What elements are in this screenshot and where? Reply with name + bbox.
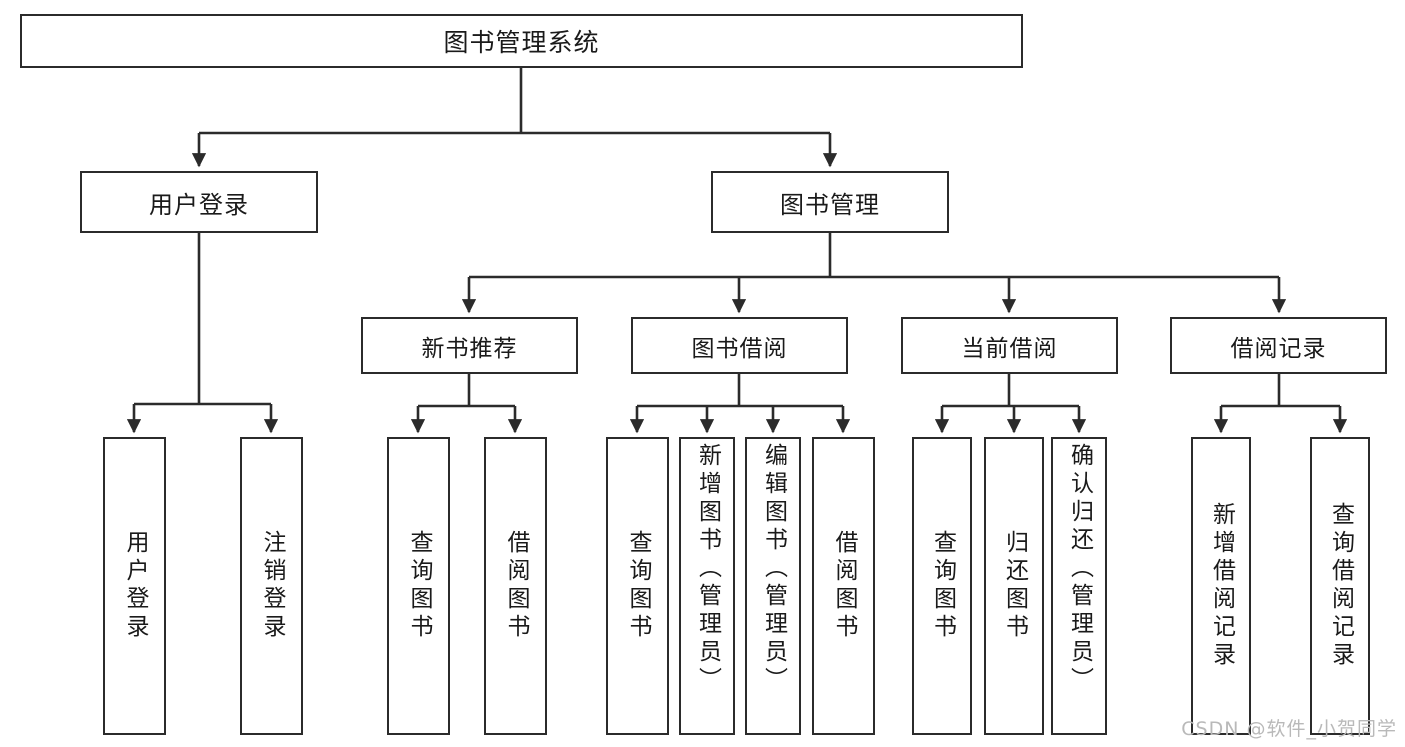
node-leaf-user-logout-label: 注销登录	[259, 530, 285, 642]
node-leaf-query-book-2[interactable]: 查询图书	[606, 437, 669, 735]
node-leaf-add-record[interactable]: 新增借阅记录	[1191, 437, 1251, 735]
node-leaf-query-record[interactable]: 查询借阅记录	[1310, 437, 1370, 735]
node-leaf-edit-book-label: 编辑图书（管理员）	[760, 443, 787, 695]
node-user-login-label: 用户登录	[149, 190, 249, 219]
node-book-borrow-label: 图书借阅	[691, 335, 788, 362]
node-leaf-borrow-book-1-label: 借阅图书	[503, 530, 529, 642]
node-leaf-edit-book[interactable]: 编辑图书（管理员）	[745, 437, 801, 735]
node-current-borrow-label: 当前借阅	[961, 335, 1058, 362]
node-leaf-return-book[interactable]: 归还图书	[984, 437, 1044, 735]
node-root[interactable]: 图书管理系统	[20, 14, 1023, 68]
node-borrow-record[interactable]: 借阅记录	[1170, 317, 1387, 374]
node-leaf-query-book-1-label: 查询图书	[406, 530, 432, 642]
node-leaf-query-book-3-label: 查询图书	[929, 530, 956, 642]
node-leaf-add-book[interactable]: 新增图书（管理员）	[679, 437, 735, 735]
node-book-borrow[interactable]: 图书借阅	[631, 317, 848, 374]
node-leaf-add-record-label: 新增借阅记录	[1208, 502, 1235, 670]
node-leaf-confirm-return-label: 确认归还（管理员）	[1066, 443, 1093, 695]
node-leaf-borrow-book-2[interactable]: 借阅图书	[812, 437, 875, 735]
node-new-book-rec-label: 新书推荐	[421, 335, 518, 362]
node-leaf-user-login[interactable]: 用户登录	[103, 437, 166, 735]
node-leaf-query-book-1[interactable]: 查询图书	[387, 437, 450, 735]
node-new-book-rec[interactable]: 新书推荐	[361, 317, 578, 374]
node-borrow-record-label: 借阅记录	[1230, 335, 1327, 362]
node-leaf-user-login-label: 用户登录	[122, 530, 148, 642]
node-leaf-query-book-3[interactable]: 查询图书	[912, 437, 972, 735]
node-book-manage-label: 图书管理	[780, 190, 880, 219]
node-leaf-user-logout[interactable]: 注销登录	[240, 437, 303, 735]
node-book-manage[interactable]: 图书管理	[711, 171, 949, 233]
node-leaf-query-book-2-label: 查询图书	[625, 530, 651, 642]
node-user-login[interactable]: 用户登录	[80, 171, 318, 233]
node-leaf-borrow-book-1[interactable]: 借阅图书	[484, 437, 547, 735]
node-leaf-confirm-return[interactable]: 确认归还（管理员）	[1051, 437, 1107, 735]
node-leaf-query-record-label: 查询借阅记录	[1327, 502, 1354, 670]
node-current-borrow[interactable]: 当前借阅	[901, 317, 1118, 374]
node-leaf-return-book-label: 归还图书	[1001, 530, 1028, 642]
node-root-label: 图书管理系统	[443, 28, 600, 57]
node-leaf-borrow-book-2-label: 借阅图书	[831, 530, 857, 642]
node-leaf-add-book-label: 新增图书（管理员）	[694, 443, 721, 695]
